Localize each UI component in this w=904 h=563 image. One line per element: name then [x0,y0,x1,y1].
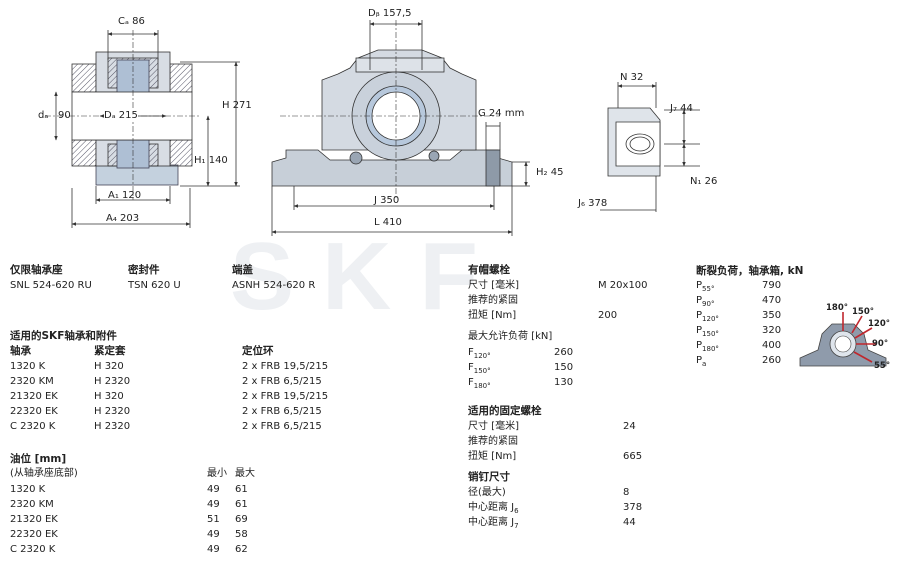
seal-value: TSN 620 U [128,280,181,291]
table-row: 推荐的紧固 [468,295,518,306]
allowable-load-title: 最大允许负荷 [kN] [468,331,553,342]
dim-a4: A₄ 203 [106,213,140,224]
accessories-title: 适用的SKF轴承和附件 [10,330,117,342]
dim-ca: Cₐ 86 [118,16,145,27]
breaking-load-title: 断裂负荷，轴承箱, kN [696,265,804,277]
dim-a1: A₁ 120 [108,190,142,201]
angle-120: 120° [868,319,890,329]
table-row: P180°400 [696,340,782,353]
dim-g: G 24 mm [478,108,525,119]
oil-level-subtitle: (从轴承座底部) [10,468,78,479]
oil-col-max: 最大 [235,468,255,479]
table-row: 尺寸 [毫米]24 [468,421,636,432]
housing-value: SNL 524-620 RU [10,280,92,291]
angle-150: 150° [852,307,874,317]
dim-j: J 350 [374,195,400,206]
table-row: 扭矩 [Nm]665 [468,451,643,462]
angle-90: 90° [872,339,888,349]
seal-header: 密封件 [128,264,160,276]
table-row: F180°130 [468,377,574,390]
table-row: F120°260 [468,347,574,360]
dim-h: H 271 [222,100,252,111]
dim-h1: H₁ 140 [194,155,228,166]
table-row: 径(最大)8 [468,487,630,498]
table-row: P90°470 [696,295,782,308]
accessories-col-bearing: 轴承 [10,345,31,357]
dim-j6: J₆ 378 [578,198,608,209]
table-row: P150°320 [696,325,782,338]
oil-level-title: 油位 [mm] [10,453,67,465]
dim-h2: H₂ 45 [536,167,564,178]
table-row: P55°790 [696,280,782,293]
table-row: P120°350 [696,310,782,323]
angle-55: 55° [874,361,890,371]
accessories-col-ring: 定位环 [242,345,274,357]
dowel-pin-title: 销钉尺寸 [468,471,510,483]
table-row: 尺寸 [毫米]M 20x100 [468,280,648,291]
dim-n: N 32 [620,72,644,83]
oil-col-min: 最小 [207,468,227,479]
dim-l: L 410 [374,217,402,228]
table-row: 扭矩 [Nm]200 [468,310,618,321]
dim-db: Dᵦ 157,5 [368,8,412,19]
skf-watermark: SKF [230,223,506,330]
table-row: F150°150 [468,362,574,375]
dim-j7: J₇ 44 [670,103,693,114]
housing-header: 仅限轴承座 [10,264,63,276]
dim-da-value: 90 [58,110,71,121]
end-cover-header: 端盖 [232,264,253,276]
table-row: 推荐的紧固 [468,436,518,447]
dim-n1: N₁ 26 [690,176,718,187]
section-view [45,30,240,228]
dim-da-label: dₐ [38,110,49,121]
cap-screws-title: 有帽螺栓 [468,264,510,276]
pin-detail-view [600,82,700,212]
angle-180: 180° [826,303,848,313]
fixing-bolts-title: 适用的固定螺栓 [468,405,542,417]
load-angle-diagram: 180° 150° 120° 90° 55° [799,303,890,371]
end-cover-value: ASNH 524-620 R [232,280,316,291]
front-view [271,20,530,236]
accessories-col-sleeve: 紧定套 [94,345,126,357]
dim-Da: Dₐ 215 [104,110,138,122]
